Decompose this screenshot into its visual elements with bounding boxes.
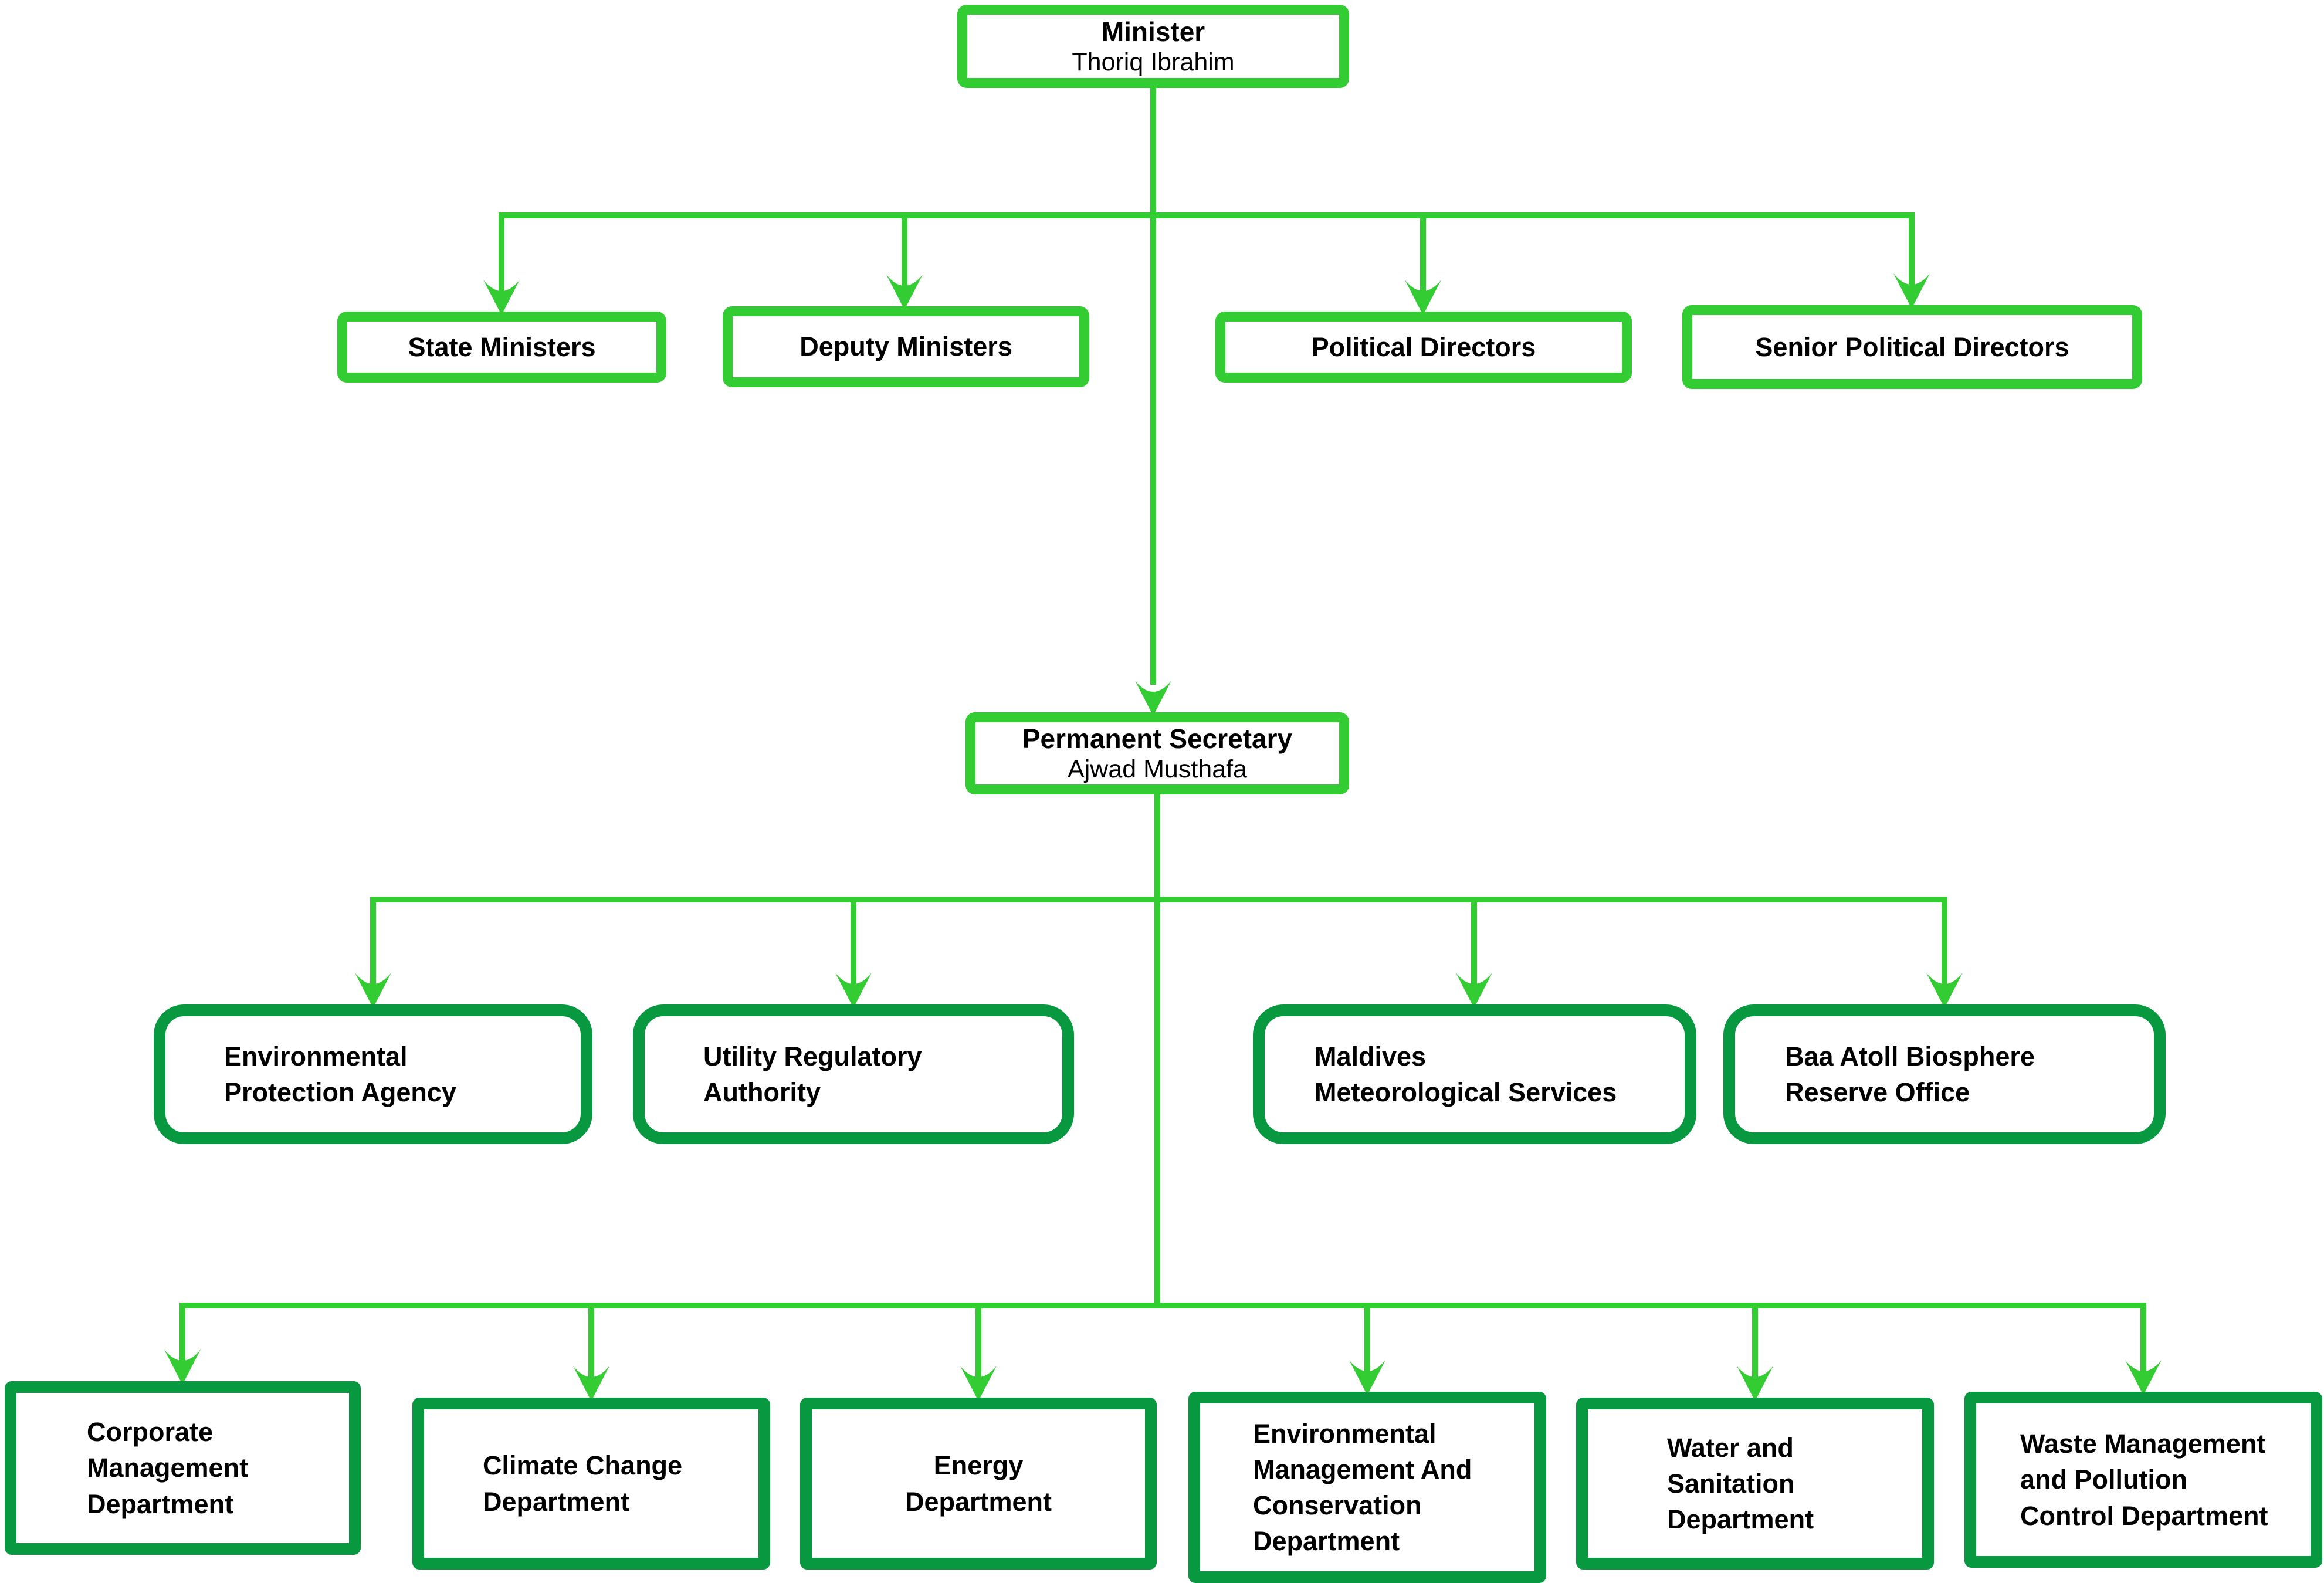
- node-baa-atoll-biosphere-reserve-office: Baa Atoll Biosphere Reserve Office: [1723, 1004, 2166, 1144]
- node-permanent-secretary: Permanent Secretary Ajwad Musthafa: [965, 712, 1349, 794]
- node-deputy-ministers: Deputy Ministers: [723, 306, 1089, 387]
- node-environmental-management-and-conservation-department: Environmental Management And Conservatio…: [1188, 1392, 1546, 1583]
- node-maldives-meteorological-services: Maldives Meteorological Services: [1253, 1004, 1696, 1144]
- connector-level4-branch: [179, 1303, 2146, 1386]
- permanent-secretary-name: Ajwad Musthafa: [1068, 755, 1247, 783]
- connector-level2-branch: [499, 212, 1915, 299]
- node-waste-management-and-pollution-control-department: Waste Management and Pollution Control D…: [1964, 1392, 2322, 1568]
- deputy-ministers-label: Deputy Ministers: [799, 332, 1012, 362]
- arrowheads-level4: [164, 1349, 2162, 1401]
- node-utility-regulatory-authority: Utility Regulatory Authority: [633, 1004, 1074, 1144]
- node-senior-political-directors: Senior Political Directors: [1682, 305, 2142, 389]
- corporate-management-department-label: Corporate Management Department: [87, 1417, 249, 1519]
- utility-regulatory-authority-label: Utility Regulatory Authority: [703, 1041, 922, 1107]
- arrowhead-permanent-secretary: [1135, 681, 1171, 716]
- state-ministers-label: State Ministers: [408, 332, 596, 362]
- node-corporate-management-department: Corporate Management Department: [5, 1381, 361, 1555]
- node-energy-department: Energy Department: [800, 1398, 1157, 1570]
- node-climate-change-department: Climate Change Department: [412, 1398, 770, 1570]
- node-political-directors: Political Directors: [1215, 312, 1632, 383]
- senior-political-directors-label: Senior Political Directors: [1755, 332, 2069, 362]
- environmental-protection-agency-label: Environmental Protection Agency: [224, 1041, 456, 1107]
- political-directors-label: Political Directors: [1311, 332, 1536, 362]
- energy-department-label: Energy Department: [904, 1450, 1052, 1517]
- water-and-sanitation-department-label: Water and Sanitation Department: [1667, 1432, 1814, 1535]
- baa-atoll-biosphere-reserve-office-label: Baa Atoll Biosphere Reserve Office: [1785, 1041, 2035, 1107]
- connector-level3-branch: [370, 897, 1947, 993]
- minister-name: Thoriq Ibrahim: [1072, 48, 1235, 76]
- node-water-and-sanitation-department: Water and Sanitation Department: [1576, 1398, 1934, 1570]
- waste-management-and-pollution-control-department-label: Waste Management and Pollution Control D…: [2020, 1429, 2268, 1531]
- node-environmental-protection-agency: Environmental Protection Agency: [154, 1004, 592, 1144]
- permanent-secretary-title: Permanent Secretary: [1022, 723, 1293, 754]
- environmental-management-and-conservation-department-label: Environmental Management And Conservatio…: [1253, 1418, 1472, 1557]
- node-state-ministers: State Ministers: [337, 312, 666, 383]
- minister-title: Minister: [1101, 16, 1205, 47]
- node-minister: Minister Thoriq Ibrahim: [957, 5, 1349, 88]
- climate-change-department-label: Climate Change Department: [483, 1450, 683, 1517]
- maldives-meteorological-services-label: Maldives Meteorological Services: [1315, 1041, 1617, 1107]
